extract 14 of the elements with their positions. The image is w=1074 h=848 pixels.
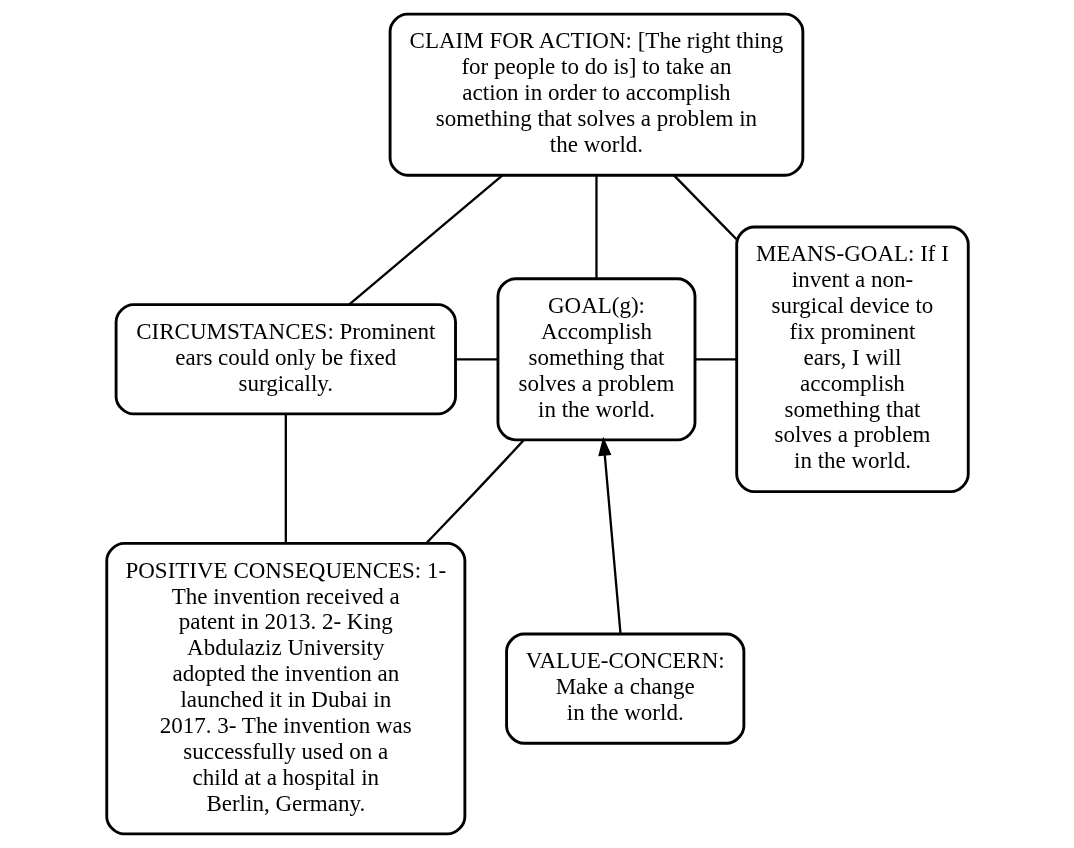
node-box: CIRCUMSTANCES: Prominent ears could only be fixed surgically. xyxy=(114,303,457,416)
connector xyxy=(594,175,598,279)
arrow xyxy=(597,436,622,634)
connector xyxy=(425,439,525,544)
connector xyxy=(347,174,503,306)
node-box: VALUE-CONCERN: Make a change in the world. xyxy=(504,632,745,745)
connector xyxy=(284,414,287,543)
node-box: CLAIM FOR ACTION: [The right thing for people to do is] to take an action in order to accomplish something that solves a problem in the world. xyxy=(388,12,804,177)
connector xyxy=(455,358,497,361)
node-box: MEANS-GOAL: If I invent a non-surgical device to fix prominent ears, I will accomplish something that solves a problem in the world. xyxy=(734,225,970,494)
connector xyxy=(672,174,737,241)
node-box: GOAL(g): Accomplish something that solves a problem in the world. xyxy=(496,277,696,442)
connector xyxy=(694,358,737,361)
node-box: POSITIVE CONSEQUENCES: 1- The invention received a patent in 2013. 2- King Abdulaziz University adopted the invention an launched it in Dubai in 2017. 3- The invention was successfully used on a child at a hospital in Berlin, Germany. xyxy=(104,541,466,836)
